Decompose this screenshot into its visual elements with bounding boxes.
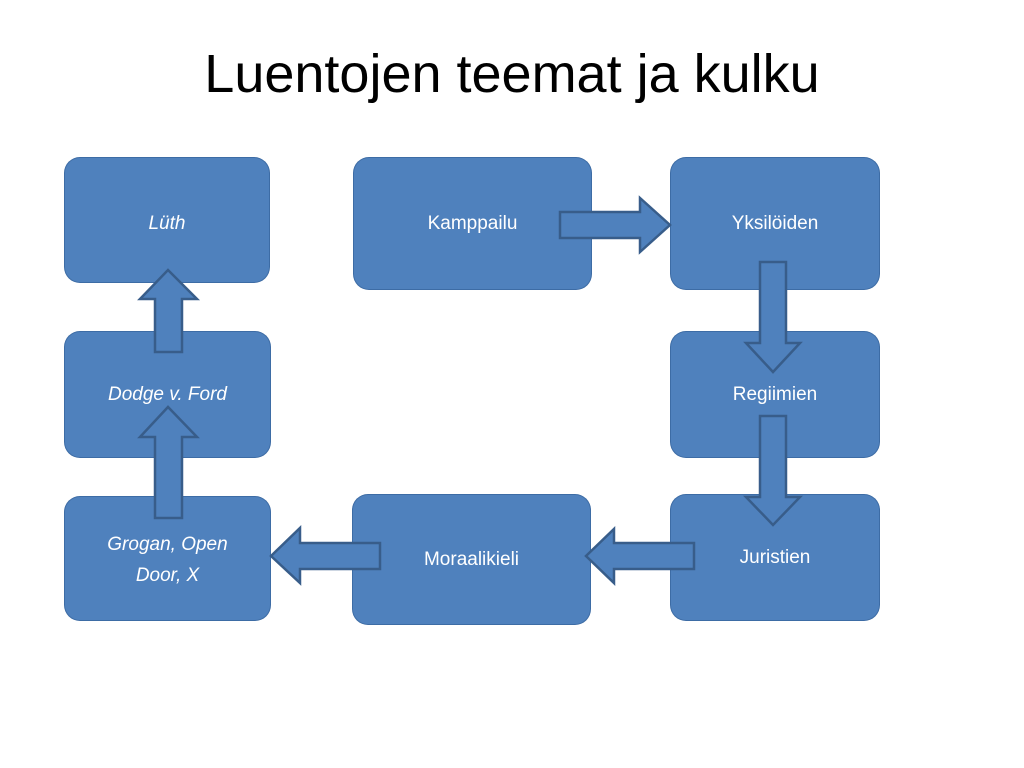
slide-title: Luentojen teemat ja kulku xyxy=(204,44,820,104)
box-juristien-label: Juristien xyxy=(739,547,811,568)
box-juristien: Juristien xyxy=(670,494,880,621)
box-grogan-label: Grogan, Open Door, X xyxy=(107,534,228,586)
box-moraalikieli-label: Moraalikieli xyxy=(423,549,520,570)
box-kamppailu: Kamppailu xyxy=(353,157,592,290)
box-dodge-v-ford-label: Dodge v. Ford xyxy=(108,384,227,405)
box-yksiloiden-label: Yksilöiden xyxy=(731,213,819,234)
box-grogan: Grogan, Open Door, X xyxy=(64,496,271,621)
box-yksiloiden: Yksilöiden xyxy=(670,157,880,290)
box-dodge-v-ford: Dodge v. Ford xyxy=(64,331,271,458)
box-luth-label: Lüth xyxy=(148,213,186,234)
box-moraalikieli: Moraalikieli xyxy=(352,494,591,625)
box-luth: Lüth xyxy=(64,157,270,283)
box-regiimien-label: Regiimien xyxy=(732,384,818,405)
box-regiimien: Regiimien xyxy=(670,331,880,458)
box-kamppailu-label: Kamppailu xyxy=(427,213,518,234)
